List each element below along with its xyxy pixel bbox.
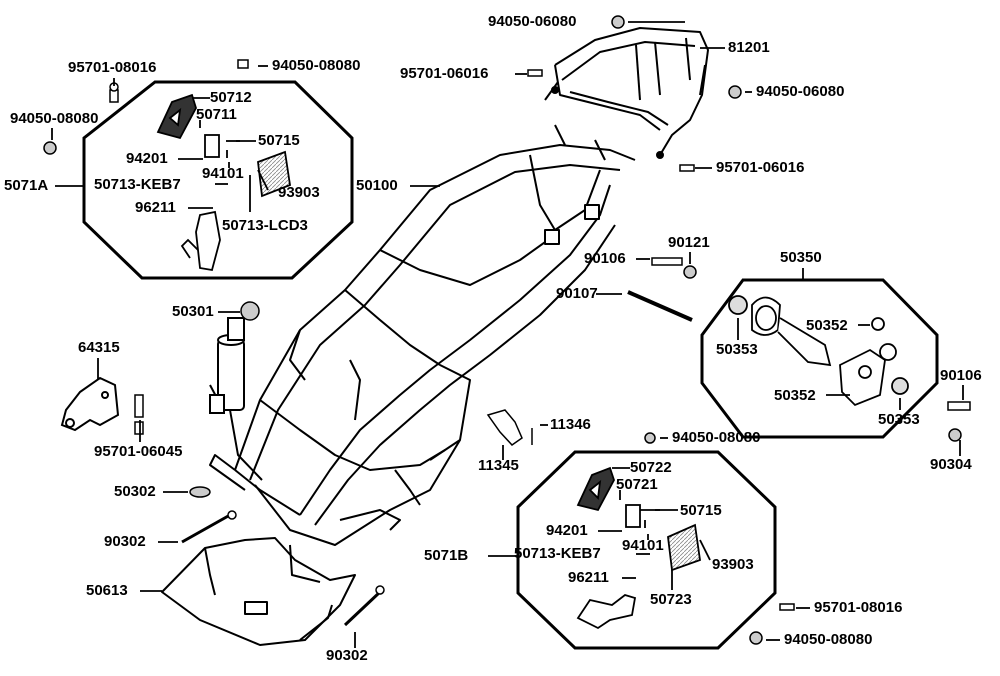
part-label-94050-08080-topcenter: 94050-08080 <box>272 57 361 74</box>
part-label-90106-center: 90106 <box>584 250 626 267</box>
part-label-50723: 50723 <box>650 591 692 608</box>
part-label-50302: 50302 <box>114 483 156 500</box>
part-label-96211-b: 96211 <box>568 569 609 586</box>
part-label-90106-right: 90106 <box>940 367 982 384</box>
part-label-94050-06080-top: 94050-06080 <box>488 13 577 30</box>
part-label-50715-b: 50715 <box>680 502 722 519</box>
part-label-94050-08080-left: 94050-08080 <box>10 110 99 127</box>
part-label-50353-right: 50353 <box>878 411 920 428</box>
part-label-96211-a: 96211 <box>135 199 176 216</box>
group-50350-outline <box>700 278 939 439</box>
group-label-5071a: 5071A <box>4 177 49 194</box>
part-label-95701-06016-left: 95701-06016 <box>400 65 489 82</box>
part-label-90302-bottom: 90302 <box>326 647 368 664</box>
part-label-90302-left: 90302 <box>104 533 146 550</box>
part-label-95701-08016-bottom: 95701-08016 <box>814 599 903 616</box>
part-label-93903-a: 93903 <box>278 184 320 201</box>
part-label-90121: 90121 <box>668 234 710 251</box>
part-label-50721: 50721 <box>616 476 658 493</box>
main-frame-drawing <box>209 124 636 546</box>
part-label-50100: 50100 <box>356 177 398 194</box>
part-label-50352-top: 50352 <box>806 317 848 334</box>
group-5071b-parts <box>576 466 701 630</box>
part-label-81201: 81201 <box>728 39 770 56</box>
part-label-95701-06016-right: 95701-06016 <box>716 159 805 176</box>
steering-head-drawing <box>209 317 263 481</box>
group-label-5071b: 5071B <box>424 547 469 564</box>
part-label-50711: 50711 <box>196 106 237 123</box>
part-label-50713-keb7-a: 50713-KEB7 <box>94 176 181 193</box>
part-label-94101-a: 94101 <box>202 165 244 182</box>
part-label-94201-b: 94201 <box>546 522 588 539</box>
part-label-94050-08080-center: 94050-08080 <box>672 429 761 446</box>
part-label-50713-lcd3: 50713-LCD3 <box>222 217 308 234</box>
part-label-50352-bottom: 50352 <box>774 387 816 404</box>
part-label-50713-keb7-b: 50713-KEB7 <box>514 545 601 562</box>
part-label-95701-08016-top: 95701-08016 <box>68 59 157 76</box>
part-label-94201-a: 94201 <box>126 150 168 167</box>
part-label-94101-b: 94101 <box>622 537 664 554</box>
group-label-50350: 50350 <box>780 249 822 266</box>
part-label-11345: 11345 <box>478 457 519 474</box>
part-label-93903-b: 93903 <box>712 556 754 573</box>
group-50350-parts <box>728 295 909 407</box>
rear-carrier-drawing <box>544 27 709 159</box>
part-label-50715-a: 50715 <box>258 132 300 149</box>
part-label-50712: 50712 <box>210 89 252 106</box>
group-5071b-outline <box>516 450 777 650</box>
part-label-50722: 50722 <box>630 459 672 476</box>
part-label-50613: 50613 <box>86 582 128 599</box>
part-label-11346: 11346 <box>550 416 591 433</box>
part-label-95701-06045: 95701-06045 <box>94 443 183 460</box>
part-label-50301: 50301 <box>172 303 214 320</box>
part-label-64315: 64315 <box>78 339 120 356</box>
part-label-50353-left: 50353 <box>716 341 758 358</box>
floor-panel-drawing <box>161 537 356 646</box>
bracket-64315-drawing <box>60 376 120 432</box>
part-label-90107: 90107 <box>556 285 598 302</box>
part-label-90304: 90304 <box>930 456 972 473</box>
leader-lines <box>51 21 964 648</box>
part-label-94050-06080-right: 94050-06080 <box>756 83 845 100</box>
part-label-94050-08080-bottom: 94050-08080 <box>784 631 873 648</box>
hardware-drawing <box>43 15 971 645</box>
group-5071a-outline <box>82 80 354 280</box>
